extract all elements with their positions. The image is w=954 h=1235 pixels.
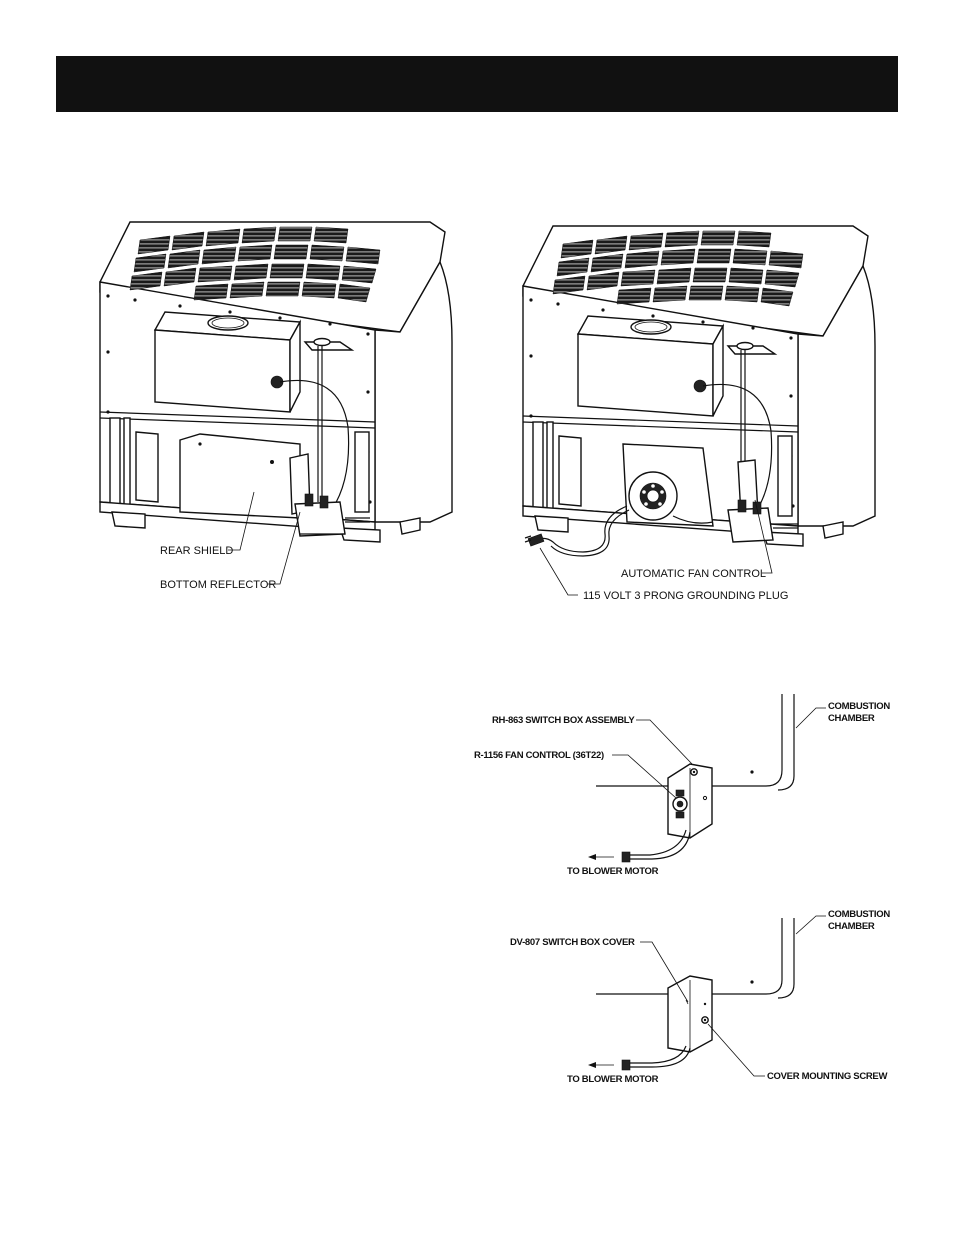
- fan-control-label: R-1156 FAN CONTROL (36T22): [474, 750, 604, 761]
- rear-shield: [180, 434, 300, 518]
- gas-valve: [728, 508, 773, 542]
- cover-mounting-screw-label: COVER MOUNTING SCREW: [767, 1071, 887, 1082]
- grounding-plug-label: 115 VOLT 3 PRONG GROUNDING PLUG: [583, 590, 788, 602]
- switch-box-cover-detail: DV-807 SWITCH BOX COVER COMBUSTION CHAMB…: [510, 909, 890, 1085]
- to-blower-motor-label: TO BLOWER MOTOR: [567, 866, 659, 877]
- heater-right: [523, 226, 875, 556]
- combustion-chamber-label-2: CHAMBER: [828, 713, 875, 724]
- automatic-fan-control-label: AUTOMATIC FAN CONTROL: [621, 568, 766, 580]
- switch-box-assembly-detail: RH-863 SWITCH BOX ASSEMBLY R-1156 FAN CO…: [474, 694, 890, 877]
- heater-left: [100, 222, 452, 542]
- combustion-chamber-label-1: COMBUSTION: [828, 701, 890, 712]
- rear-shield-label: REAR SHIELD: [160, 545, 233, 557]
- combustion-chamber-label-2: CHAMBER: [828, 921, 875, 932]
- switch-box-assembly-label: RH-863 SWITCH BOX ASSEMBLY: [492, 715, 635, 726]
- bottom-reflector-label: BOTTOM REFLECTOR: [160, 579, 276, 591]
- switch-box-cover-label: DV-807 SWITCH BOX COVER: [510, 937, 635, 948]
- to-blower-motor-label: TO BLOWER MOTOR: [567, 1074, 659, 1085]
- combustion-chamber-label-1: COMBUSTION: [828, 909, 890, 920]
